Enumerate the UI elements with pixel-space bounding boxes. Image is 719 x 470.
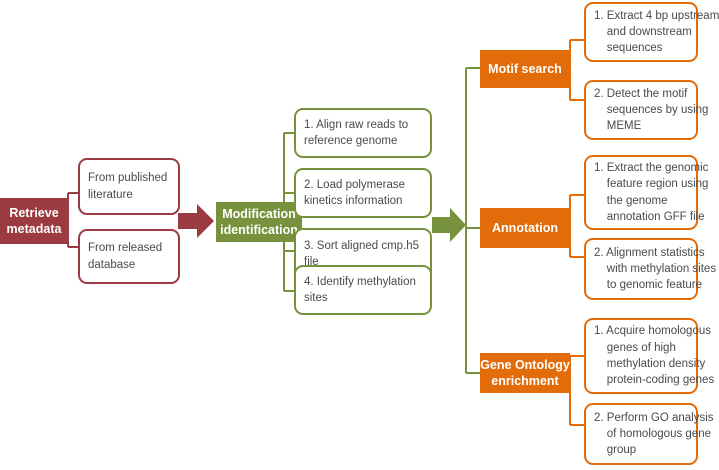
source-published-literature: From published literature (78, 158, 180, 215)
source-released-database: From released database (78, 229, 180, 284)
go-step-1: 1. Acquire homologous genes of high meth… (584, 318, 714, 394)
source-label: From published literature (88, 172, 168, 201)
motif-search-node: Motif search (480, 50, 570, 88)
annotation-label: Annotation (492, 220, 558, 235)
arrow-retrieve-to-modification (178, 204, 214, 238)
step-label: 4. Identify methylation sites (304, 275, 416, 304)
step-label: 2. Alignment statistics with methylation… (594, 246, 717, 292)
step-label: 2. Perform GO analysis of homologous gen… (594, 411, 714, 457)
go-enrichment-label: Gene Ontology enrichment (480, 357, 570, 388)
go-step-2: 2. Perform GO analysis of homologous gen… (584, 403, 714, 465)
retrieve-metadata-node: Retrieve metadata (0, 198, 68, 244)
annotation-step-1: 1. Extract the genomic feature region us… (584, 155, 708, 230)
step-label: 2. Detect the motif sequences by using M… (594, 87, 709, 133)
modification-identification-node: Modification identification (216, 202, 302, 242)
retrieve-metadata-label: Retrieve metadata (6, 205, 62, 236)
step-label: 1. Align raw reads to reference genome (304, 118, 409, 147)
modification-step-2: 2. Load polymerase kinetics information (294, 168, 432, 218)
motif-search-label: Motif search (488, 61, 562, 76)
modification-identification-label: Modification identification (220, 206, 298, 237)
arrow-modification-to-analysis (432, 208, 466, 242)
annotation-node: Annotation (480, 208, 570, 248)
step-label: 3. Sort aligned cmp.h5 file (304, 239, 420, 268)
go-enrichment-node: Gene Ontology enrichment (480, 353, 570, 393)
motif-step-1: 1. Extract 4 bp upstream and downstream … (584, 2, 719, 62)
modification-step-1: 1. Align raw reads to reference genome (294, 108, 432, 158)
step-label: 1. Extract 4 bp upstream and downstream … (594, 9, 719, 55)
annotation-step-2: 2. Alignment statistics with methylation… (584, 238, 716, 300)
step-label: 1. Acquire homologous genes of high meth… (594, 325, 715, 387)
step-label: 2. Load polymerase kinetics information (304, 178, 406, 207)
step-label: 1. Extract the genomic feature region us… (594, 161, 709, 223)
modification-step-4: 4. Identify methylation sites (294, 265, 432, 315)
motif-step-2: 2. Detect the motif sequences by using M… (584, 80, 708, 140)
source-label: From released database (88, 242, 163, 271)
